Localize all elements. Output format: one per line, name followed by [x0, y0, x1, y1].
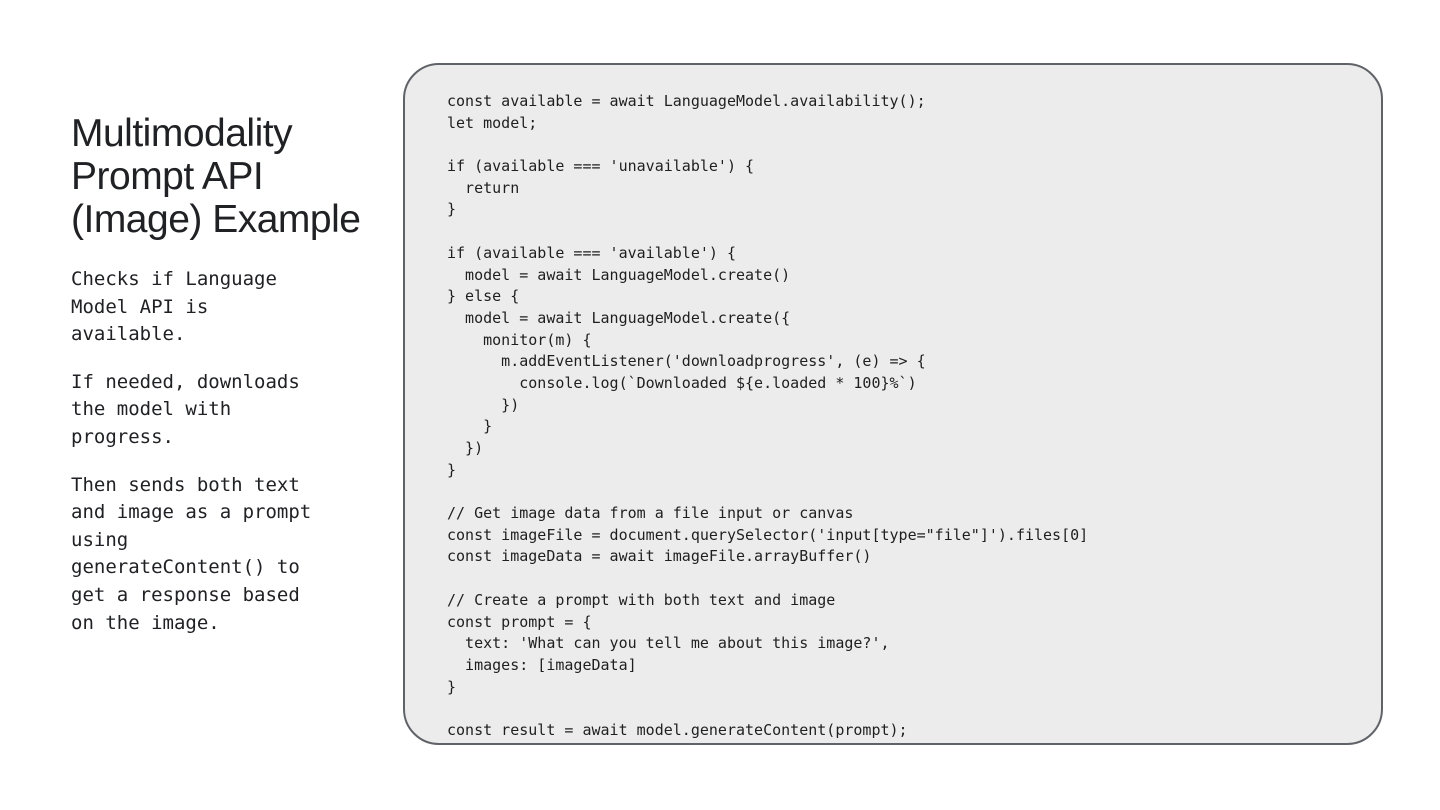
code-line: }	[447, 417, 493, 436]
code-line: text: 'What can you tell me about this i…	[447, 634, 890, 653]
code-line: model = await LanguageModel.create()	[447, 265, 791, 284]
code-line: const prompt = {	[447, 612, 592, 631]
description-line: the model with	[71, 398, 232, 421]
code-line: images: [imageData]	[447, 655, 637, 674]
code-line: const imageFile = document.querySelector…	[447, 525, 1089, 544]
description-line: Checks if Language	[71, 268, 277, 290]
description-line: and image as a prompt	[71, 501, 312, 524]
code-line	[447, 698, 1088, 720]
code-line: console.log(`Downloaded ${e.loaded * 100…	[447, 373, 917, 392]
code-line: const imageData = await imageFile.arrayB…	[447, 547, 872, 566]
code-line: })	[447, 439, 484, 457]
code-line: m.addEventListener('downloadprogress', (…	[447, 352, 926, 371]
slide-title-line: (Image) Example	[71, 198, 361, 241]
description-line: If needed, downloads	[71, 370, 300, 393]
code-block: const available = await LanguageModel.av…	[403, 63, 1383, 745]
description-line: using	[71, 528, 129, 551]
description-line: progress.	[71, 425, 174, 448]
description-line: Model API is	[71, 295, 209, 318]
code-line: model = await LanguageModel.create({	[447, 308, 791, 327]
code-line: if (available === 'available') {	[447, 243, 736, 262]
description-line: available.	[71, 323, 186, 346]
slide-title-line: Prompt API	[71, 155, 264, 198]
code-line: monitor(m) {	[447, 330, 592, 349]
code-line: // Create a prompt with both text and im…	[447, 590, 836, 609]
description-paragraph-prompt: Then sends both text and image as a prom…	[71, 472, 371, 638]
code-line: // Get image data from a file input or c…	[447, 504, 854, 523]
description-paragraph-availability: Checks if Language Model API is availabl…	[71, 266, 371, 349]
description-line: generateContent() to	[71, 556, 300, 579]
code-line	[447, 481, 1088, 503]
code-line: } else {	[447, 287, 520, 306]
code-listing: const available = await LanguageModel.av…	[447, 91, 1088, 742]
code-line: }	[447, 677, 457, 696]
description-paragraph-download: If needed, downloads the model with prog…	[71, 369, 371, 452]
code-line: const result = await model.generateConte…	[447, 720, 908, 739]
slide-title-line: Multimodality	[71, 112, 293, 155]
code-line	[447, 134, 1088, 156]
code-line: }	[447, 460, 457, 479]
code-line	[447, 568, 1088, 590]
code-line: let model;	[447, 113, 538, 132]
code-line: if (available === 'unavailable') {	[447, 157, 755, 176]
code-line	[447, 221, 1088, 243]
description-line: Then sends both text	[71, 473, 300, 496]
code-line: const available = await LanguageModel.av…	[447, 92, 926, 110]
code-line: }	[447, 200, 457, 219]
slide-description: Checks if Language Model API is availabl…	[71, 266, 371, 657]
slide-title: Multimodality Prompt API (Image) Example	[71, 112, 391, 241]
code-line: return	[447, 178, 520, 197]
description-line: get a response based	[71, 583, 300, 606]
code-line: })	[447, 395, 520, 414]
description-line: on the image.	[71, 611, 220, 634]
